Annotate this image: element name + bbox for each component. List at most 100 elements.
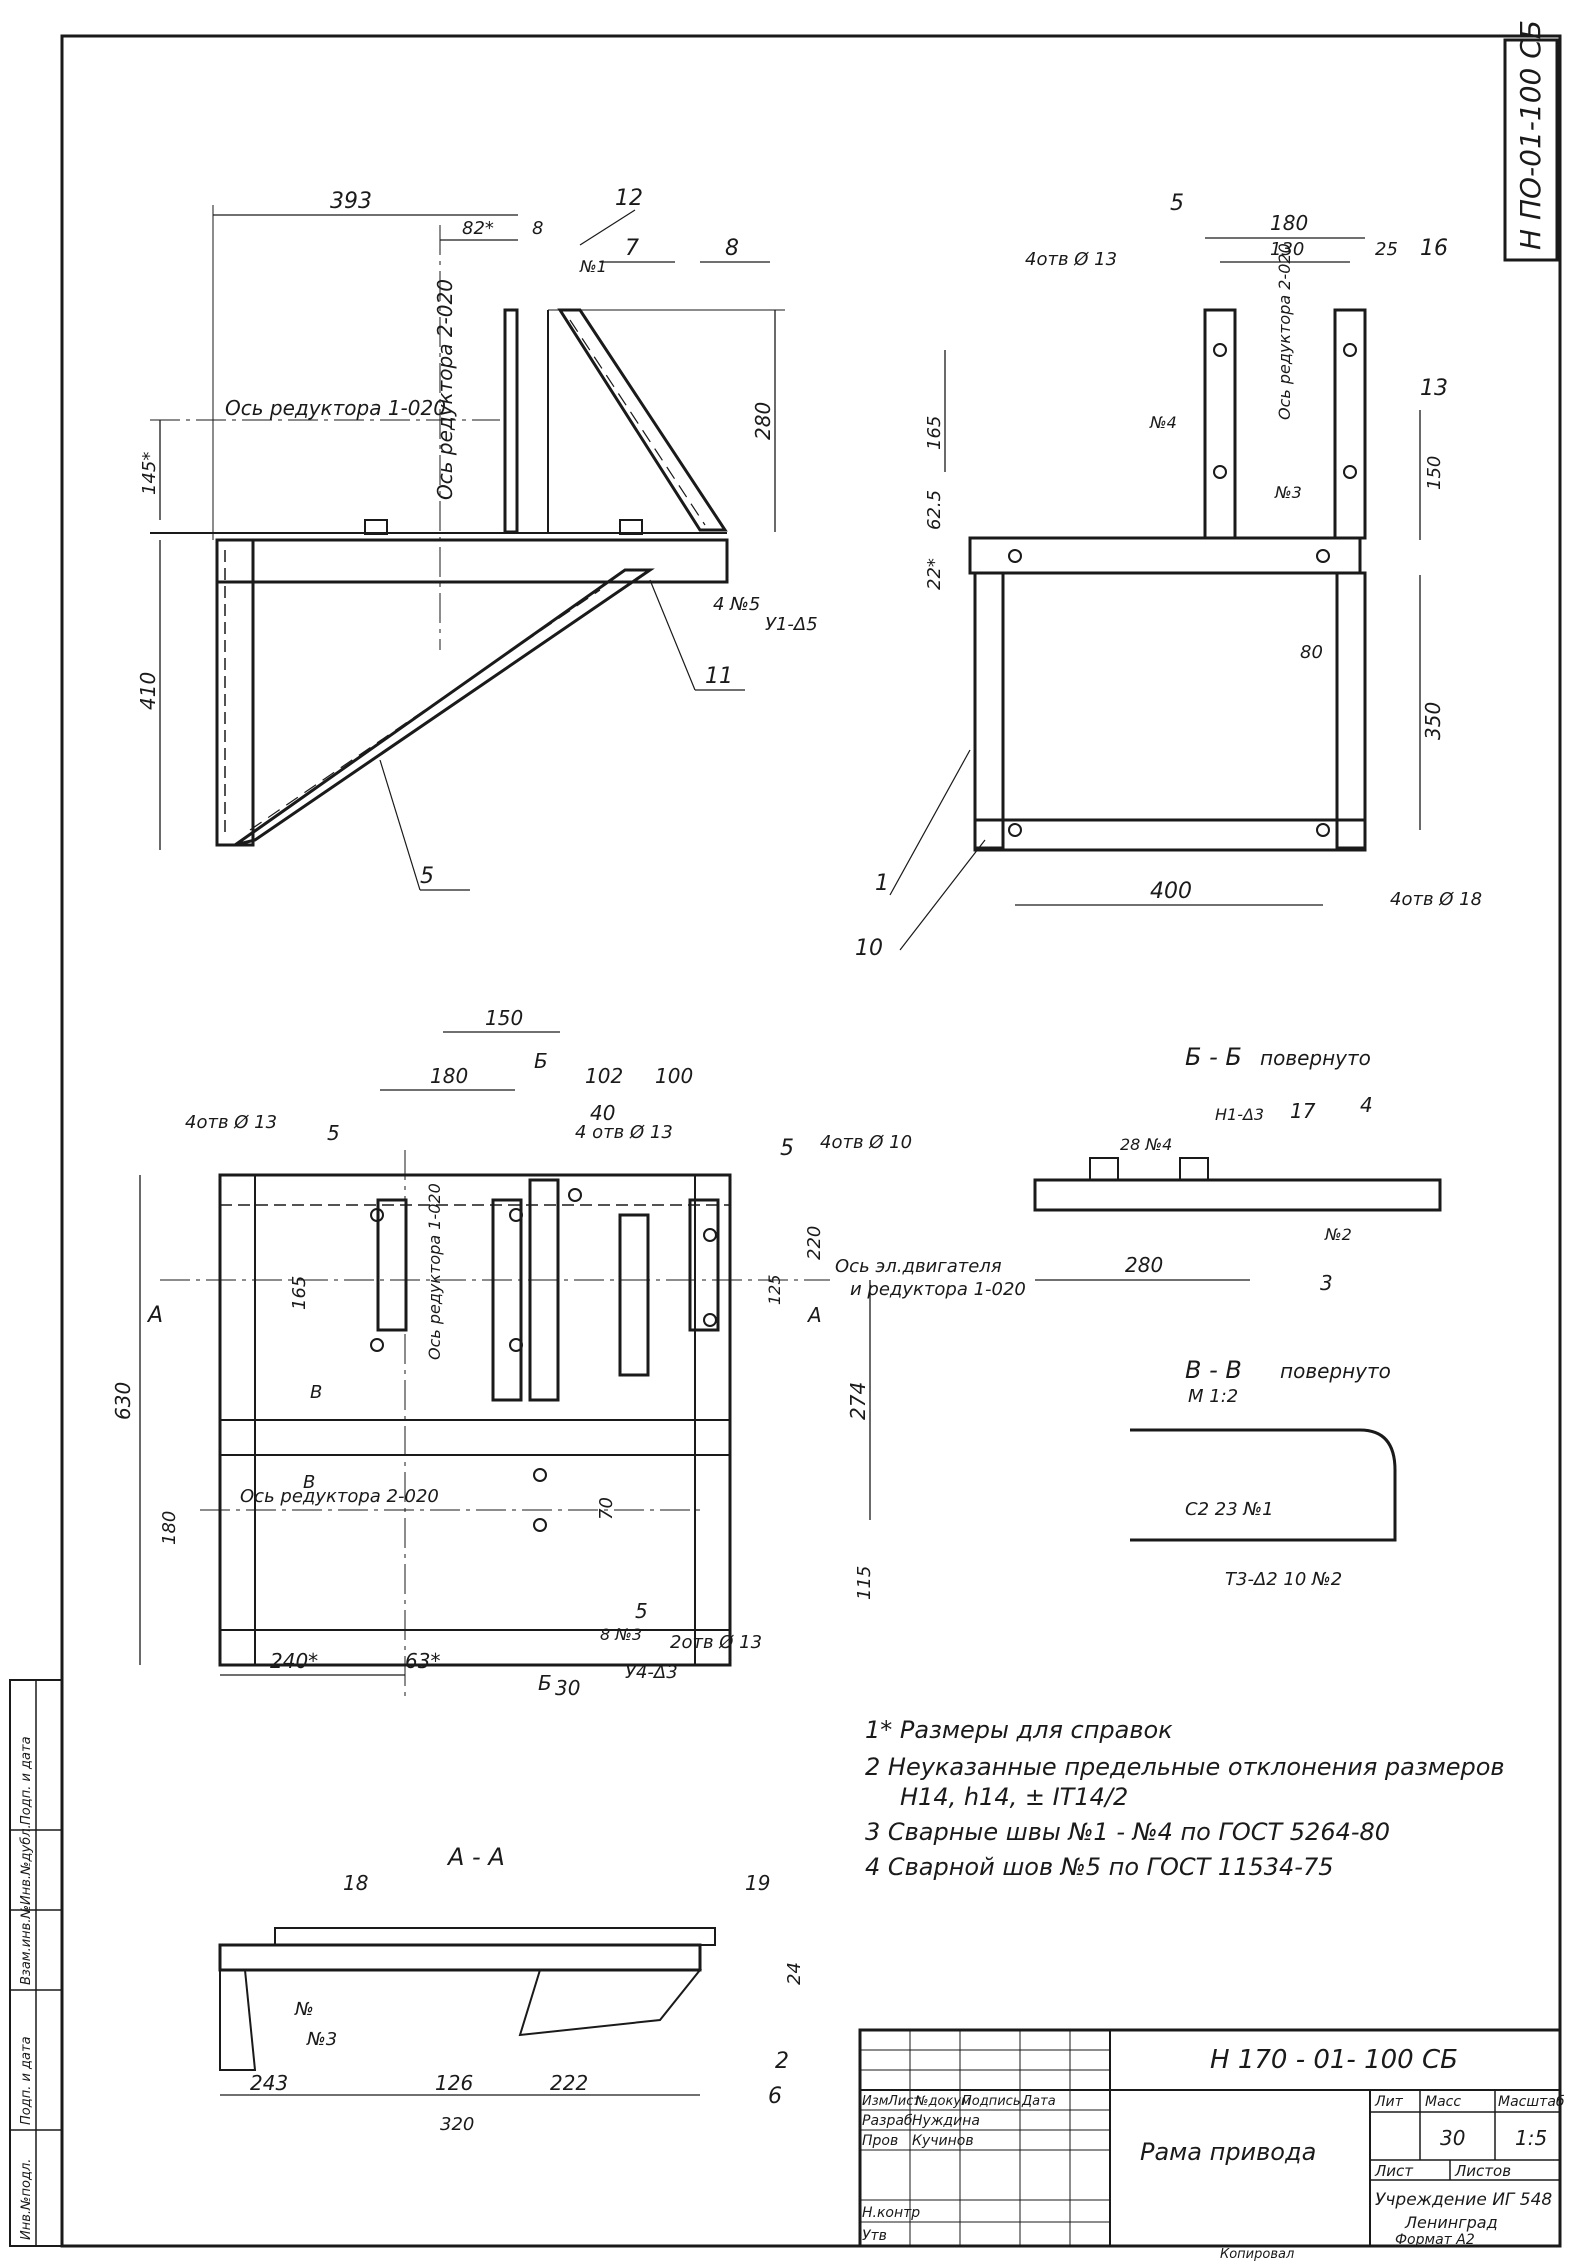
pos-7: 7 bbox=[625, 236, 639, 261]
dim-24: 24 bbox=[784, 1962, 805, 1985]
weld-n3-aa: №3 bbox=[306, 2029, 337, 2050]
label-lit: Лит bbox=[1374, 2094, 1404, 2110]
dim-145: 145* bbox=[139, 452, 160, 495]
pos-10: 10 bbox=[855, 936, 883, 961]
pos-40: 40 bbox=[590, 1101, 615, 1125]
dim-150-plan: 150 bbox=[485, 1006, 523, 1030]
dim-243: 243 bbox=[250, 2071, 288, 2095]
side-col-1: Инв.№подл. bbox=[19, 2159, 34, 2240]
mass-value: 30 bbox=[1440, 2126, 1465, 2150]
dim-180-plan: 180 bbox=[430, 1064, 468, 1088]
note-2b: Н14, h14, ± IT14/2 bbox=[900, 1783, 1128, 1811]
stamp-date: Дата bbox=[1021, 2094, 1056, 2109]
section-vv-scale: М 1:2 bbox=[1188, 1386, 1238, 1407]
section-vv-title: В - В bbox=[1185, 1356, 1242, 1384]
pos-5-plan: 5 bbox=[327, 1121, 340, 1145]
weld-n-aa: № bbox=[294, 1999, 314, 2020]
label-list: Лист bbox=[1374, 2162, 1414, 2180]
dim-280-bb: 280 bbox=[1125, 1253, 1163, 1277]
top-rail bbox=[215, 538, 729, 584]
pos-2: 2 bbox=[775, 2049, 789, 2074]
city: Ленинград bbox=[1404, 2213, 1498, 2232]
axis-motor-2: и редуктора 1-020 bbox=[850, 1279, 1026, 1300]
weld-c2: С2 23 №1 bbox=[1185, 1499, 1274, 1520]
sheet-frame bbox=[60, 34, 1562, 2248]
code-box bbox=[1503, 38, 1559, 262]
axis-reducer-plan-v: Ось редуктора 1-020 bbox=[425, 1183, 444, 1360]
pos-18: 18 bbox=[343, 1871, 368, 1895]
section-vv-note: повернуто bbox=[1280, 1359, 1391, 1383]
pos-3: 3 bbox=[1320, 1271, 1333, 1295]
holes-13-a: 4отв Ø 13 bbox=[185, 1112, 277, 1133]
holes-13-b: 4 отв Ø 13 bbox=[575, 1122, 673, 1143]
weld-n3: №3 bbox=[1274, 483, 1302, 502]
weld-y4: У4-Δ3 bbox=[625, 1662, 678, 1683]
dim-125: 125 bbox=[765, 1274, 784, 1305]
axis-motor: Ось эл.двигателя bbox=[835, 1256, 1002, 1277]
dim-80: 80 bbox=[1300, 642, 1323, 663]
stamp-list: Лист bbox=[887, 2094, 921, 2109]
dim-115: 115 bbox=[854, 1566, 875, 1600]
stamp-utv: Утв bbox=[862, 2228, 887, 2244]
section-bb-note: повернуто bbox=[1260, 1046, 1371, 1070]
note-2: 2 Неуказанные предельные отклонения разм… bbox=[865, 1753, 1505, 1781]
stamp-prov: Пров bbox=[862, 2133, 898, 2149]
weld-y1: У1-Δ5 bbox=[765, 614, 818, 635]
stamp-prov-name: Кучинов bbox=[912, 2133, 974, 2149]
side-top-rail bbox=[968, 536, 1362, 575]
dim-410: 410 bbox=[136, 672, 160, 710]
pos-13: 13 bbox=[1420, 376, 1448, 401]
side-strip: Инв.№подл. Подп. и дата Взам.инв.№ Инв.№… bbox=[9, 1679, 63, 2247]
dim-62-5: 62.5 bbox=[924, 490, 945, 530]
label-scale: Масштаб bbox=[1498, 2094, 1565, 2110]
label-lists: Листов bbox=[1454, 2162, 1511, 2180]
note-1: 1* Размеры для справок bbox=[865, 1716, 1173, 1744]
side-col-2: Подп. и дата bbox=[19, 2036, 34, 2125]
pos-8: 8 bbox=[725, 236, 739, 261]
dim-222: 222 bbox=[550, 2071, 588, 2095]
weld-t3: Т3-Δ2 10 №2 bbox=[1225, 1569, 1342, 1590]
note-4: 4 Сварной шов №5 по ГОСТ 11534-75 bbox=[865, 1853, 1333, 1881]
weld-n4: №4 bbox=[1149, 413, 1177, 432]
view-front: 393 82* 8 145* 410 280 Ось редуктора 1-0… bbox=[136, 186, 818, 891]
notes: 1* Размеры для справок 2 Неуказанные пре… bbox=[865, 1716, 1505, 1881]
axis-side: Ось редуктора 2-020 bbox=[1275, 243, 1294, 420]
view-side: 180 130 25 165 62.5 22* 150 80 350 400 4… bbox=[855, 191, 1482, 961]
dim-240: 240* bbox=[270, 1649, 318, 1673]
title-code: Н 170 - 01- 100 СБ bbox=[1210, 2045, 1458, 2075]
weld-n1: №1 bbox=[579, 257, 607, 276]
section-b-bottom: Б bbox=[538, 1671, 552, 1695]
weld-n3-plan: 8 №3 bbox=[600, 1625, 642, 1644]
stamp-razrab-name: Нуждина bbox=[912, 2113, 980, 2129]
holes-13: 4отв Ø 13 bbox=[1025, 249, 1117, 270]
dim-63: 63* bbox=[405, 1649, 440, 1673]
vertical-post bbox=[215, 538, 255, 847]
dim-150: 150 bbox=[1424, 456, 1445, 490]
pos-6: 6 bbox=[768, 2084, 782, 2109]
section-aa: А - А 243 126 222 24 320 18 19 2 6 №3 № bbox=[218, 1843, 805, 2135]
vertical-plate bbox=[503, 308, 519, 534]
section-aa-title: А - А bbox=[446, 1843, 505, 1871]
dim-350: 350 bbox=[1421, 702, 1445, 740]
dim-220: 220 bbox=[804, 1226, 825, 1260]
axis-reducer-2: Ось редуктора 2-020 bbox=[433, 279, 457, 500]
view-plan: 150 180 102 100 165 220 125 630 274 180 … bbox=[111, 1006, 1026, 1700]
diagonal-brace bbox=[234, 568, 655, 847]
dim-320: 320 bbox=[440, 2114, 474, 2135]
dim-82: 82* bbox=[462, 218, 494, 239]
dim-126: 126 bbox=[435, 2071, 473, 2095]
stamp-izm: Изм bbox=[862, 2094, 889, 2109]
pos-5: 5 bbox=[420, 864, 434, 889]
pos-16: 16 bbox=[1420, 236, 1448, 261]
section-vv: В - В повернуто М 1:2 С2 23 №1 Т3-Δ2 10 … bbox=[1130, 1356, 1397, 1590]
label-mass: Масс bbox=[1425, 2094, 1461, 2110]
pos-19: 19 bbox=[745, 1871, 770, 1895]
section-bb: Б - Б повернуто 280 28 №4 Н1-Δ3 №2 17 4 … bbox=[1033, 1043, 1442, 1295]
pos-4: 4 bbox=[1360, 1093, 1373, 1117]
dim-393: 393 bbox=[330, 189, 372, 214]
dim-22: 22* bbox=[924, 558, 945, 590]
pos-12: 12 bbox=[615, 186, 643, 211]
holes-13-c: 2отв Ø 13 bbox=[670, 1632, 762, 1653]
